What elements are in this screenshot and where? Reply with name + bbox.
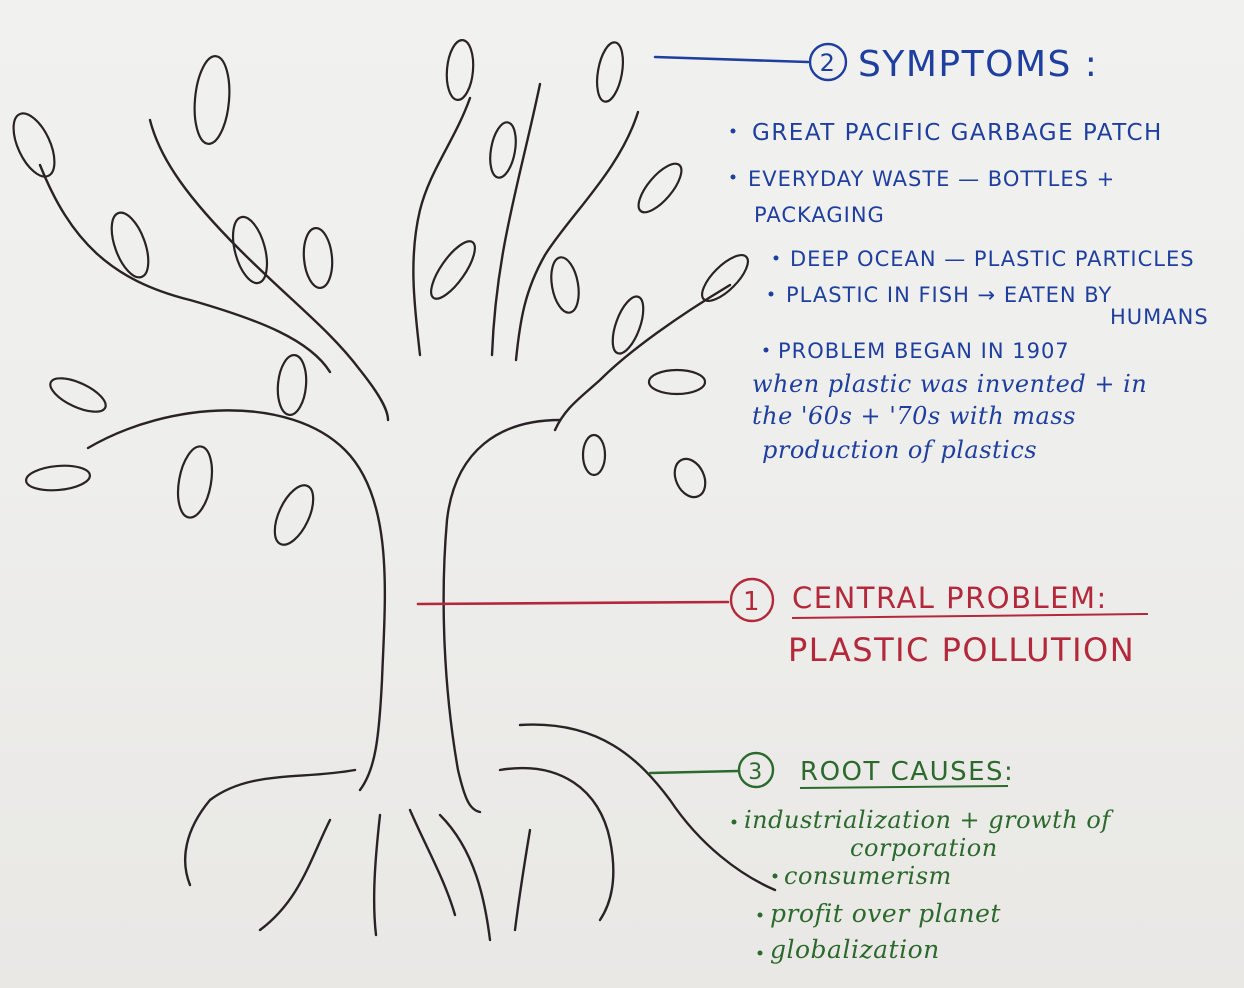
leaf (25, 464, 91, 492)
branch-center-right (490, 82, 542, 357)
bullet-dot (768, 291, 774, 297)
roots-heading-underline (799, 785, 1009, 789)
symptom-item: PLASTIC IN FISH → EATEN BY (786, 283, 1112, 307)
root-cause-item: profit over planet (770, 899, 1001, 928)
symptom-item: PROBLEM BEGAN IN 1907 (778, 339, 1070, 363)
trunk-left (86, 409, 387, 792)
roots-number: 3 (748, 760, 764, 785)
central-heading-underline (791, 613, 1149, 619)
branch-far-right (553, 283, 732, 432)
tree-drawing (38, 82, 777, 942)
symptom-item: EVERYDAY WASTE — BOTTLES + (748, 167, 1115, 191)
central-number: 1 (743, 587, 761, 617)
roots-connector-line (648, 769, 740, 775)
roots-heading: ROOT CAUSES: (800, 757, 1014, 787)
leaf (637, 162, 683, 214)
root-1 (183, 768, 357, 887)
leaf (647, 368, 707, 396)
trunk-right (442, 418, 562, 814)
leaf (595, 41, 625, 103)
leaf (176, 445, 214, 519)
root-3 (372, 813, 382, 937)
branch-far-left (38, 163, 332, 374)
root-cause-item: industrialization + growth of (744, 806, 1114, 834)
bullet-dot (757, 912, 763, 918)
central-subject: PLASTIC POLLUTION (788, 631, 1135, 669)
leaf (611, 295, 645, 355)
bullet-dot (731, 819, 737, 825)
leaf (673, 457, 707, 499)
bullet-dot (763, 347, 769, 353)
symptoms-connector-line (653, 55, 810, 64)
branch-right (514, 110, 640, 362)
symptom-item: the '60s + '70s with mass (752, 402, 1076, 430)
leaf (302, 226, 334, 290)
leaf (430, 240, 476, 300)
leaf (193, 55, 231, 145)
leaf (445, 38, 475, 102)
leaf (276, 353, 308, 417)
root-cause-item: corporation (850, 834, 998, 862)
root-6 (498, 766, 615, 922)
central-number-circle (729, 577, 775, 623)
leaf (701, 254, 749, 302)
leaf (581, 433, 607, 477)
bullet-dot (772, 873, 778, 879)
symptom-item: DEEP OCEAN — PLASTIC PARTICLES (790, 247, 1195, 271)
leaf (231, 215, 269, 285)
symptoms-bullets (730, 128, 779, 353)
symptom-item: production of plastics (762, 436, 1037, 464)
symptom-item: GREAT PACIFIC GARBAGE PATCH (752, 120, 1163, 146)
symptom-item: HUMANS (1110, 305, 1209, 329)
symptoms-section: 2 SYMPTOMS : GREAT PACIFIC GARBAGE PATCH… (653, 42, 1209, 464)
leaf (12, 112, 56, 178)
leaf (550, 256, 580, 314)
leaf (273, 484, 315, 546)
symptoms-heading: SYMPTOMS : (858, 44, 1098, 85)
leaves (12, 38, 749, 546)
central-heading: CENTRAL PROBLEM: (792, 581, 1108, 615)
root-cause-item: consumerism (784, 862, 952, 890)
branch-left (148, 118, 390, 422)
bullet-dot (730, 128, 736, 134)
central-problem-section: 1 CENTRAL PROBLEM: PLASTIC POLLUTION (416, 577, 1149, 669)
leaf (489, 121, 517, 179)
branch-center-left (412, 96, 472, 357)
roots-bullets (731, 819, 778, 956)
root-7 (518, 723, 777, 892)
root-5 (438, 813, 492, 942)
root-2 (258, 818, 332, 932)
root-cause-item: globalization (770, 935, 940, 964)
symptoms-number: 2 (820, 49, 837, 77)
roots-number-circle (737, 751, 775, 789)
symptom-item: when plastic was invented + in (752, 370, 1147, 398)
leaf (110, 211, 150, 279)
bullet-dot (757, 950, 763, 956)
central-connector-line (416, 600, 730, 606)
root-8 (513, 828, 532, 932)
symptoms-number-circle (808, 42, 848, 82)
bullet-dot (773, 255, 779, 261)
root-4 (408, 808, 457, 917)
bullet-dot (730, 174, 736, 180)
leaf (49, 377, 107, 413)
symptom-item: PACKAGING (754, 203, 885, 227)
root-causes-section: 3 ROOT CAUSES: industrialization + growt… (648, 751, 1114, 964)
